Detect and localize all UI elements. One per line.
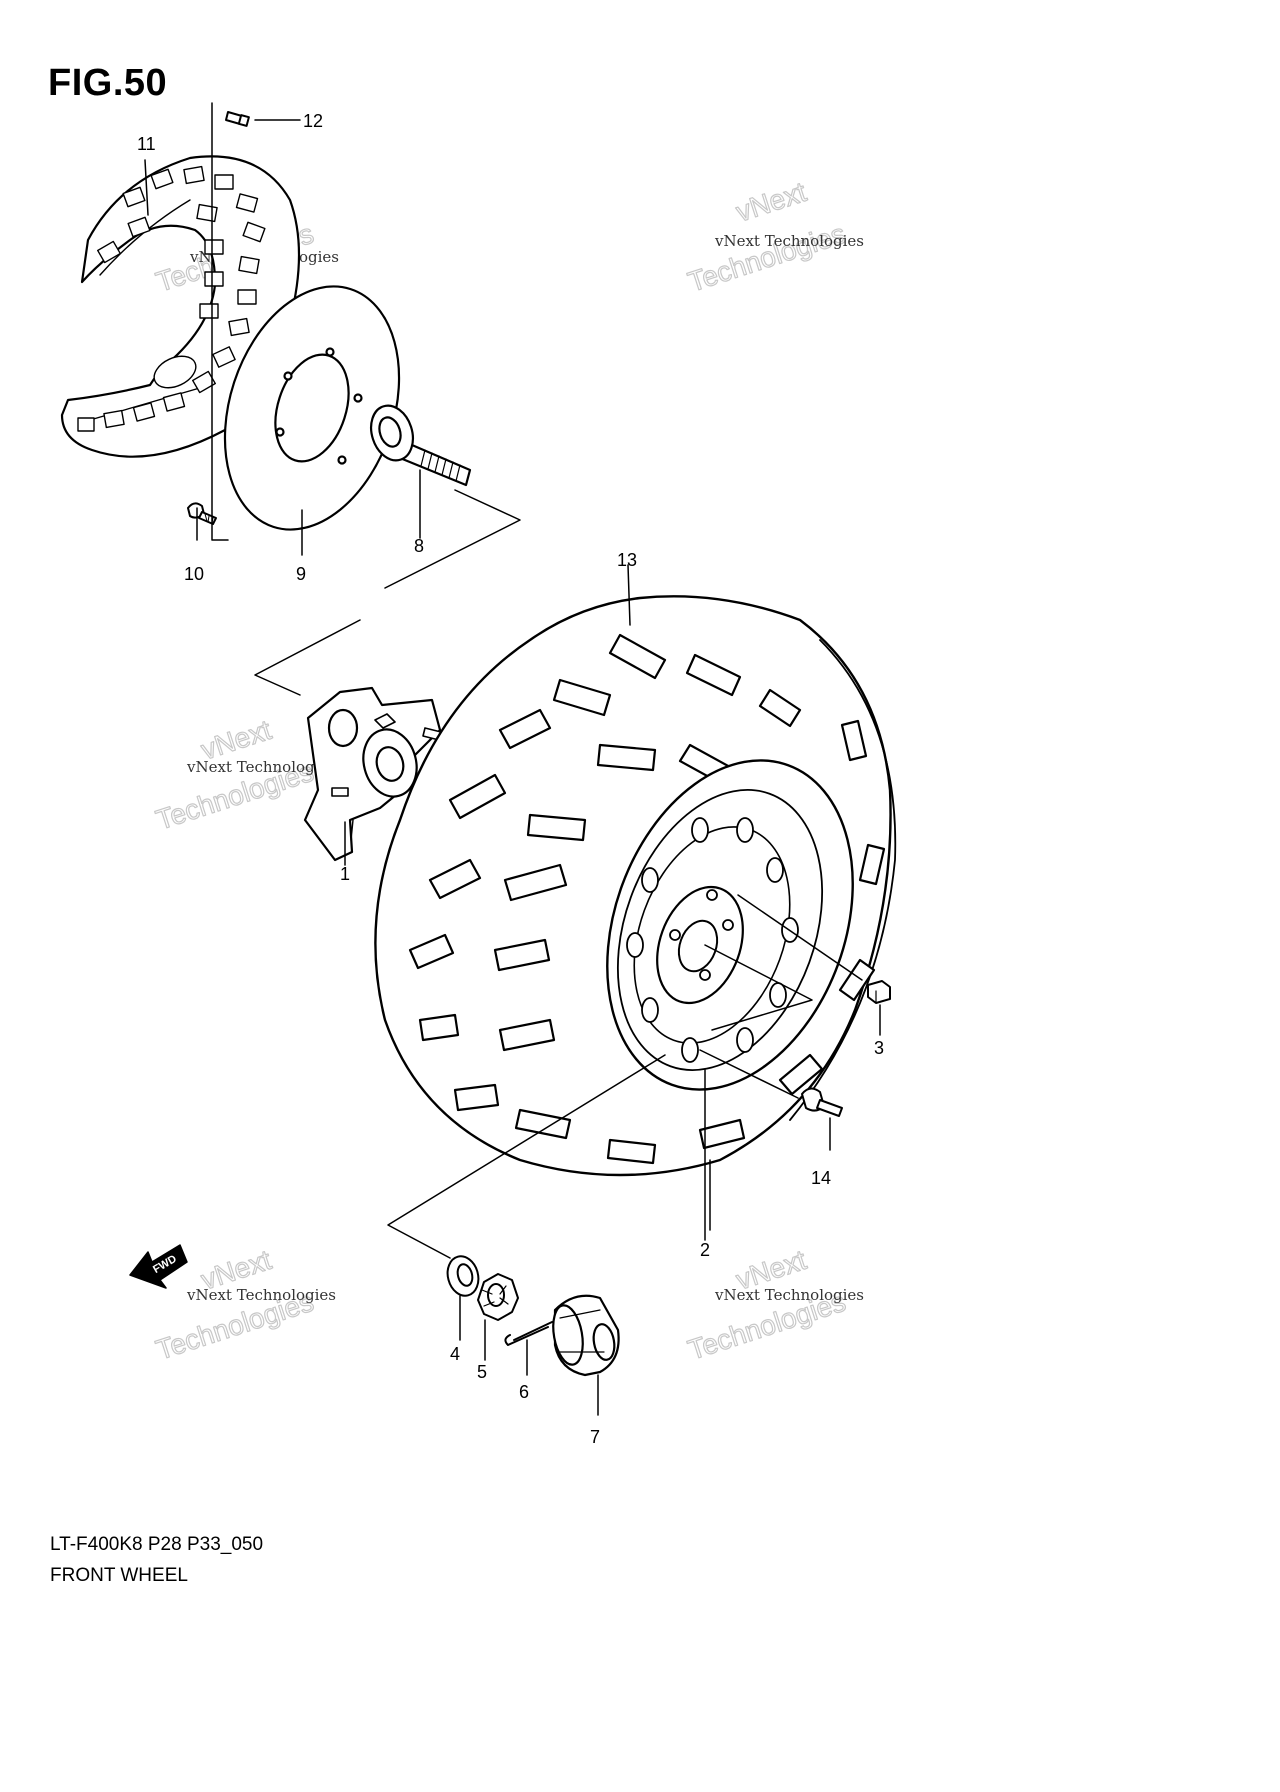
svg-text:vNext Technologies: vNext Technologies bbox=[186, 1286, 336, 1304]
model-code-label: LT-F400K8 P28 P33_050 bbox=[50, 1534, 264, 1555]
leader-lines bbox=[144, 102, 881, 1416]
svg-text:Technologies: Technologies bbox=[684, 218, 849, 298]
callout-10: 10 bbox=[184, 564, 204, 584]
watermark-bottom-right: vNext Technologies vNext Technologies bbox=[684, 1243, 864, 1366]
callout-8: 8 bbox=[414, 536, 424, 556]
callout-12: 12 bbox=[303, 111, 323, 131]
callout-labels: 11 12 10 9 8 13 1 3 14 2 4 5 6 7 bbox=[137, 111, 884, 1447]
cotter-pin-part-6 bbox=[504, 1321, 553, 1346]
callout-3: 3 bbox=[874, 1038, 884, 1058]
callout-6: 6 bbox=[519, 1382, 529, 1402]
wheel-hub-part-1 bbox=[303, 686, 442, 862]
valve-stem-part-14 bbox=[801, 1087, 843, 1117]
callout-2: 2 bbox=[700, 1240, 710, 1260]
svg-text:vNext Technologies: vNext Technologies bbox=[714, 1286, 864, 1304]
figure-title: FIG.50 bbox=[48, 62, 168, 104]
callout-4: 4 bbox=[450, 1344, 460, 1364]
svg-text:vNext Technologies: vNext Technologies bbox=[186, 758, 336, 776]
callout-7: 7 bbox=[590, 1427, 600, 1447]
axle-shaft-part-8 bbox=[370, 404, 472, 487]
tire-part-13 bbox=[374, 595, 897, 1177]
washer-part-4 bbox=[446, 1255, 480, 1297]
callout-11: 11 bbox=[137, 134, 156, 154]
callout-5: 5 bbox=[477, 1362, 487, 1382]
castle-nut-part-5 bbox=[477, 1273, 519, 1321]
callout-13: 13 bbox=[617, 550, 637, 570]
svg-text:vNext Technologies: vNext Technologies bbox=[714, 232, 864, 250]
callout-9: 9 bbox=[296, 564, 306, 584]
hub-cap-part-7 bbox=[552, 1294, 620, 1377]
lug-nut-part-3 bbox=[867, 980, 891, 1004]
callout-14: 14 bbox=[811, 1168, 831, 1188]
watermark-top-right: vNext Technologies vNext Technologies bbox=[684, 175, 864, 298]
callout-1: 1 bbox=[340, 864, 350, 884]
screw-part-12 bbox=[225, 111, 250, 127]
svg-text:vNext: vNext bbox=[732, 176, 810, 228]
forward-direction-arrow: FWD bbox=[129, 1244, 188, 1289]
brake-disc-part-9 bbox=[223, 285, 401, 531]
figure-caption: FRONT WHEEL bbox=[50, 1565, 188, 1586]
